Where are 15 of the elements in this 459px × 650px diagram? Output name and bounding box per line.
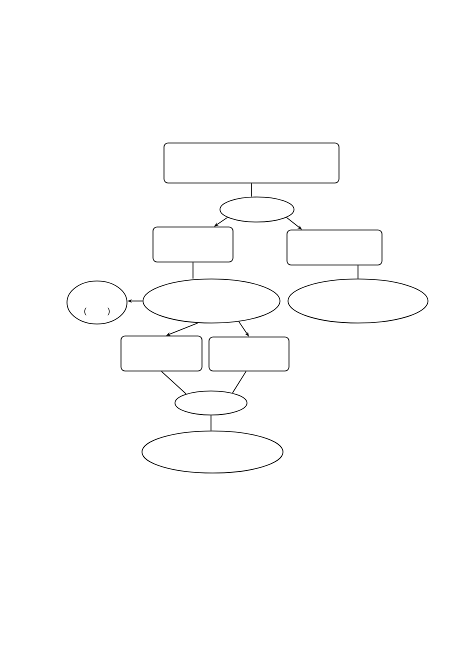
connector-line [192,262,194,279]
oval [220,196,294,222]
connector-line [161,371,187,394]
oval [174,390,248,416]
oval [142,430,284,474]
rounded-box [120,336,202,372]
rounded-box [286,230,382,266]
oval [288,278,428,324]
connector-line [210,415,212,431]
rounded-box [208,336,290,372]
rounded-box [164,142,340,184]
rounded-box [152,226,234,262]
connector-line [251,183,252,197]
oval [142,278,280,324]
connector-line [232,371,246,394]
